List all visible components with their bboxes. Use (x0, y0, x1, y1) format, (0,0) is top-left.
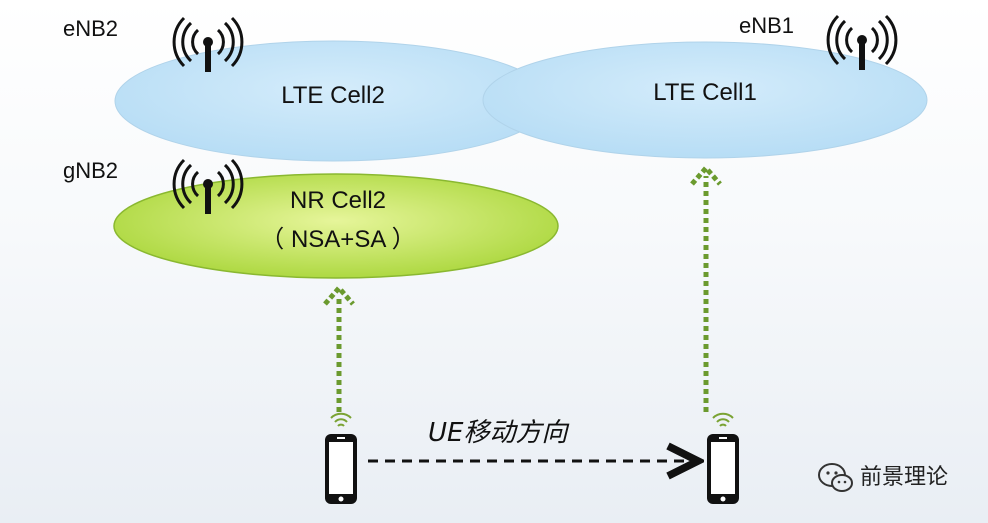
enb2-label: eNB2 (63, 16, 119, 41)
watermark-text: 前景理论 (860, 465, 949, 490)
nr-cell2-label: NR Cell2 (289, 187, 387, 214)
lte-cell1-label: LTE Cell1 (653, 79, 757, 106)
antenna-icon (826, 14, 898, 70)
nr-cell2-mode-label: （ NSA+SA ） (260, 226, 416, 253)
gnb2-label: gNB2 (63, 158, 119, 183)
enb1-label: eNB1 (739, 13, 795, 38)
ue-movement-label: UE移动方向 (428, 418, 568, 448)
lte-cell2-label: LTE Cell2 (281, 82, 385, 109)
lte-cell1-ellipse (482, 41, 928, 159)
uplink-arrow-left (323, 284, 355, 412)
phone-icon (325, 412, 357, 504)
nr-cell2-ellipse (113, 173, 559, 279)
phone-icon (707, 412, 739, 504)
uplink-arrow-right (690, 164, 722, 412)
antenna-icon (172, 158, 244, 214)
antenna-icon (172, 16, 244, 72)
wechat-icon (818, 463, 853, 492)
